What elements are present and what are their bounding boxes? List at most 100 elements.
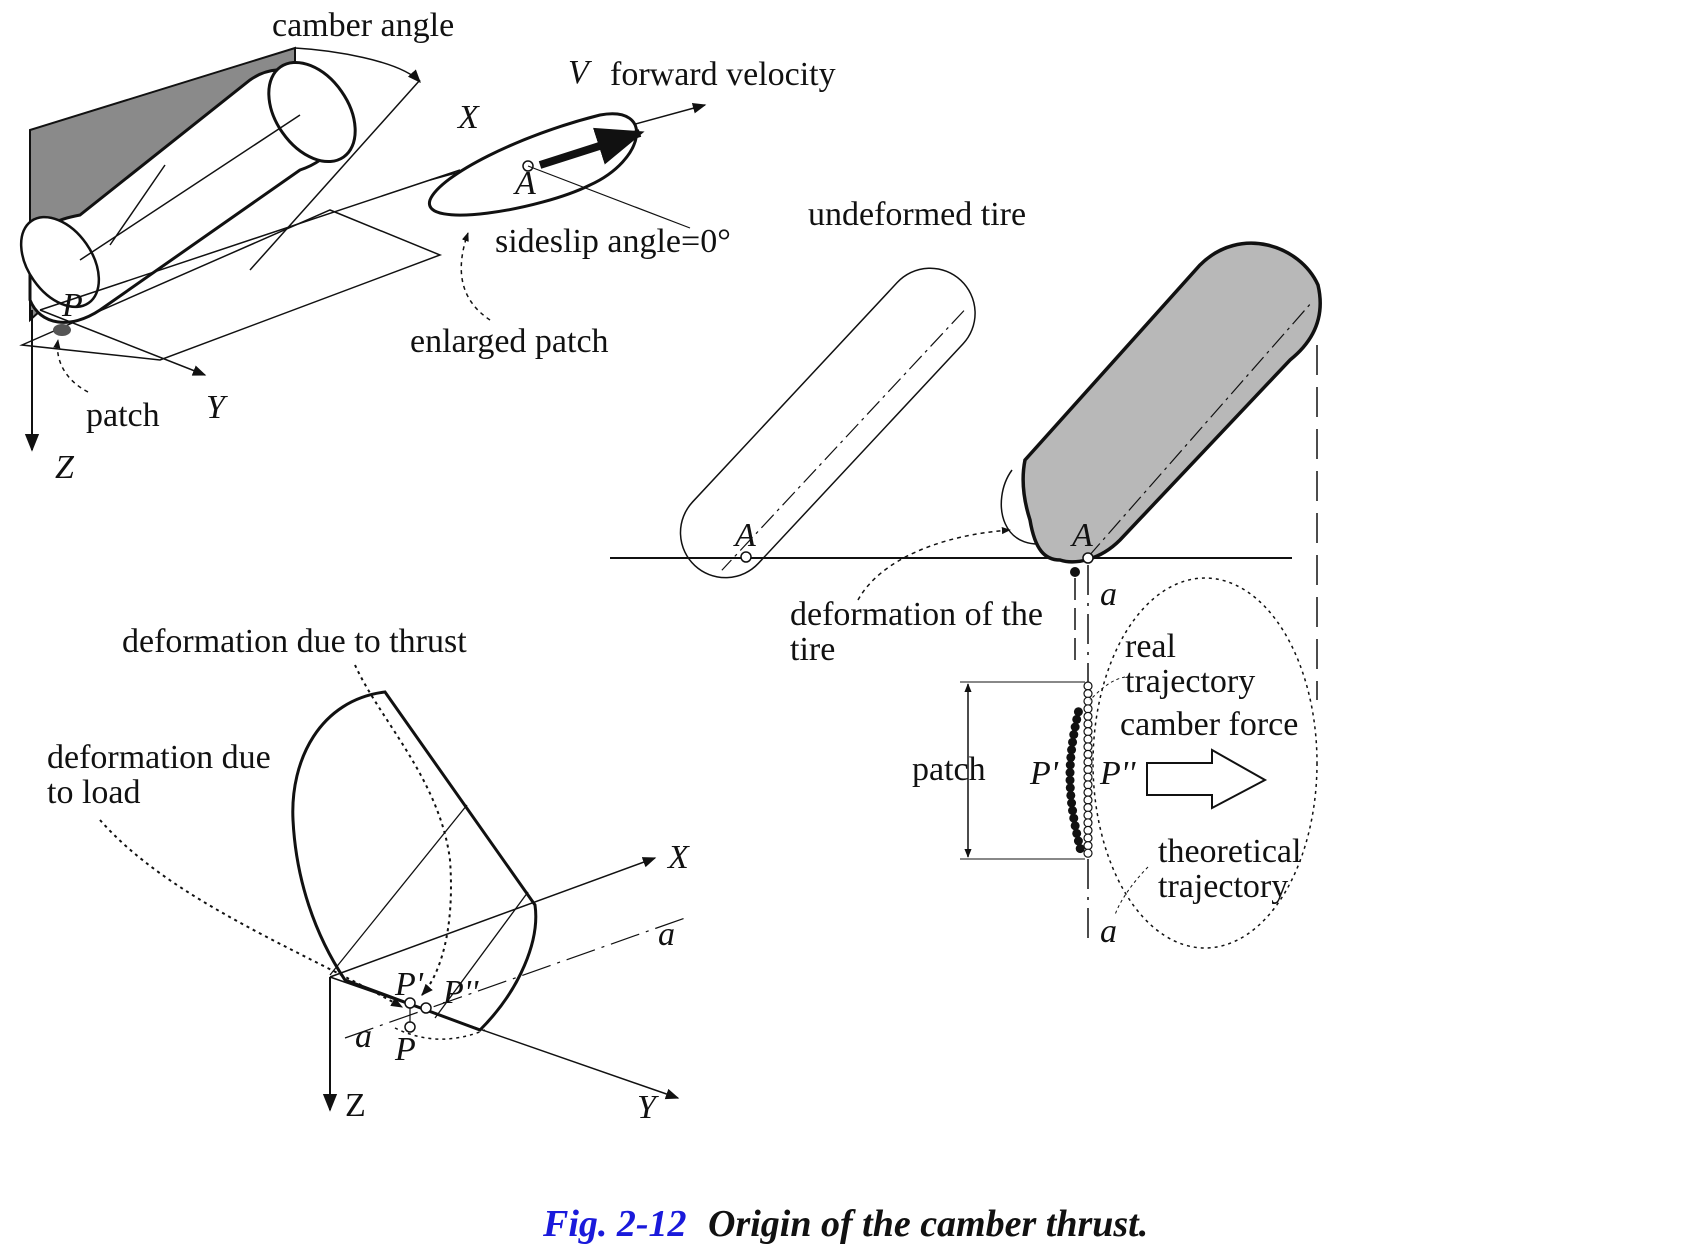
real-trajectory-pointer: [1089, 676, 1126, 701]
figure-caption: Fig. 2-12 Origin of the camber thrust.: [542, 1203, 1148, 1245]
theoretical-point: [1083, 719, 1093, 729]
real-point: [1069, 730, 1079, 740]
real-point: [1065, 783, 1075, 793]
theoretical-point: [1083, 681, 1093, 691]
load-deformation-curve: [394, 1027, 486, 1040]
caption-text: Origin of the camber thrust.: [708, 1203, 1148, 1245]
enlarged-patch-pointer: [460, 232, 491, 321]
camber-angle-arc: [294, 47, 421, 83]
contact-patch-dot: [53, 324, 71, 336]
theoretical-trajectory-points: [1083, 681, 1093, 858]
point-a-label: A: [513, 165, 536, 202]
a-right-label: a: [658, 916, 675, 953]
real-trajectory-label-2: trajectory: [1125, 663, 1255, 700]
axis-z-label: Z: [55, 449, 75, 486]
real-point: [1065, 768, 1075, 778]
axis-x-label-3: X: [666, 839, 690, 876]
theoretical-trajectory-pointer: [1114, 866, 1149, 916]
velocity-arrow: [538, 127, 645, 169]
tire-front-face: [19, 215, 101, 309]
theoretical-point: [1083, 833, 1093, 843]
axis-y-line: [39, 309, 207, 376]
theoretical-point: [1083, 780, 1093, 790]
real-point: [1065, 775, 1075, 785]
theoretical-point: [1083, 734, 1093, 744]
real-trajectory-label-1: real: [1125, 628, 1176, 665]
deformed-tire-shape: [1021, 241, 1322, 564]
deformation-tire-label-2: tire: [790, 631, 835, 668]
a-left-label: a: [355, 1018, 372, 1055]
patch-label: patch: [86, 397, 160, 434]
point-a-left-marker: [740, 551, 752, 563]
point-a-right-marker: [1082, 552, 1094, 564]
tire-end-face: [267, 60, 357, 164]
camber-force-arrow: [1146, 748, 1268, 810]
load-deformation-label-1: deformation due: [47, 739, 271, 776]
thrust-deformation-label: deformation due to thrust: [122, 623, 467, 660]
theoretical-trajectory-label-2: trajectory: [1158, 868, 1288, 905]
theoretical-point: [1083, 726, 1093, 737]
p-double-prime-marker: [420, 1002, 432, 1014]
patch-label-right: patch: [912, 751, 986, 788]
contact-black-point: [1070, 567, 1080, 577]
real-point: [1073, 707, 1083, 717]
camber-force-label: camber force: [1120, 706, 1298, 743]
forward-velocity-label: forward velocity: [610, 56, 836, 93]
axis-y-label-3: Y: [637, 1089, 659, 1126]
axis-y-label: Y: [206, 389, 228, 426]
real-point: [1068, 737, 1078, 747]
patch-pointer: [53, 339, 89, 393]
theoretical-point: [1083, 772, 1093, 782]
sideslip-label: sideslip angle=0°: [495, 223, 731, 260]
real-point: [1070, 821, 1080, 831]
real-point: [1069, 813, 1079, 823]
theoretical-point: [1083, 802, 1093, 813]
theoretical-point: [1083, 704, 1093, 714]
a-a-line-3: [344, 917, 686, 1039]
deformation-pointer: [857, 526, 1011, 601]
load-deformation-label-2: to load: [47, 774, 140, 811]
enlarged-patch-label: enlarged patch: [410, 323, 609, 360]
diagram-thrust-load-deformation: deformation due to thrust deformation du…: [47, 623, 690, 1126]
theoretical-point: [1083, 764, 1093, 775]
axis-x-line: [39, 169, 461, 311]
diagram-tire-deformation: undeformed tire A A deformation of the t…: [610, 196, 1322, 950]
theoretical-point: [1083, 795, 1093, 805]
undeformed-tire-label: undeformed tire: [808, 196, 1026, 233]
p-prime-label: P': [1029, 755, 1059, 792]
real-point: [1067, 798, 1077, 808]
caption-figure-number: Fig. 2-12: [542, 1203, 687, 1245]
theoretical-point: [1083, 840, 1093, 851]
theoretical-point: [1083, 757, 1093, 767]
p-double-prime-label-3: P'': [442, 974, 479, 1011]
theoretical-point: [1083, 742, 1093, 752]
axis-x-line-3: [329, 857, 657, 978]
theoretical-trajectory-label-1: theoretical: [1158, 833, 1301, 870]
real-point: [1067, 745, 1077, 755]
real-point: [1066, 752, 1076, 762]
velocity-symbol: V: [568, 54, 593, 91]
real-point: [1072, 828, 1082, 838]
theoretical-point: [1083, 818, 1093, 828]
real-point: [1073, 836, 1083, 846]
theoretical-point: [1083, 696, 1093, 706]
deformation-tire-label-1: deformation of the: [790, 596, 1043, 633]
theoretical-point: [1083, 810, 1093, 820]
tire-tread-line: [109, 164, 166, 246]
real-point: [1068, 806, 1078, 816]
p-label-3: P: [394, 1031, 416, 1068]
p-prime-label-3: P': [394, 966, 424, 1003]
camber-angle-label: camber angle: [272, 7, 454, 44]
p-double-prime-label: P'': [1099, 755, 1136, 792]
axis-y-line-3: [329, 976, 680, 1100]
theoretical-point: [1083, 787, 1093, 798]
ground-plane: [19, 209, 443, 361]
point-a-right-label: A: [1070, 517, 1093, 554]
thrust-pointer: [354, 664, 452, 996]
theoretical-point: [1083, 848, 1093, 858]
load-pointer: [99, 819, 404, 1008]
point-a-left-label: A: [733, 517, 756, 554]
a-bottom-label: a: [1100, 913, 1117, 950]
wheel-chord-line-2: [434, 891, 529, 1019]
real-point: [1072, 714, 1082, 724]
